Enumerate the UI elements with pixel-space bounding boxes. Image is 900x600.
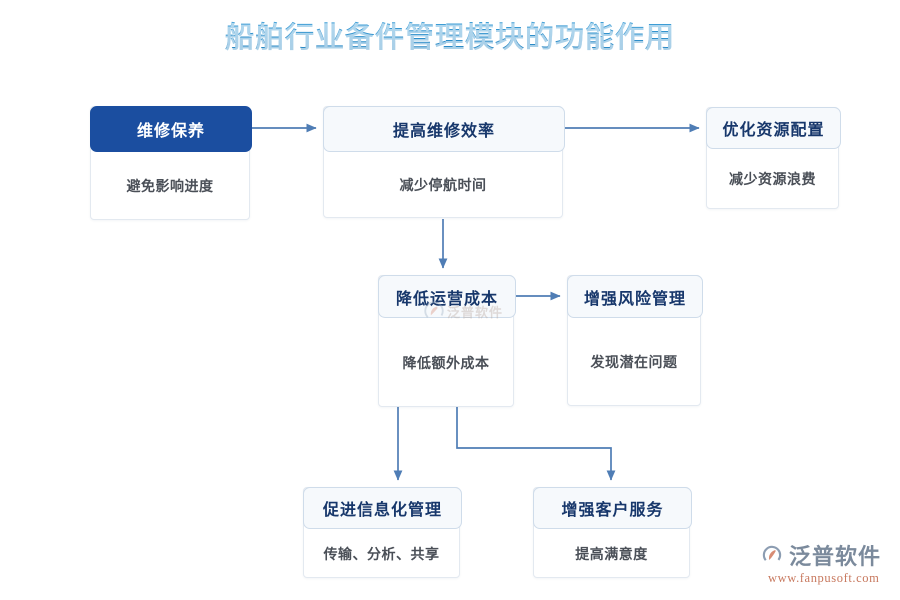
edge-cost-to-customer: [456, 407, 616, 481]
node-resource-allocation-desc: 减少资源浪费: [729, 171, 816, 187]
node-informatization-desc: 传输、分析、共享: [323, 545, 440, 562]
brand-row: 泛普软件: [762, 540, 881, 570]
brand-name: 泛普软件: [789, 544, 882, 569]
node-repair-efficiency-desc: 减少停航时间: [399, 177, 487, 193]
node-resource-allocation-title: 优化资源配置: [706, 107, 841, 149]
node-customer-service-desc: 提高满意度: [575, 545, 648, 562]
node-operating-cost-title: 降低运营成本: [378, 275, 516, 318]
node-risk-management-title: 增强风险管理: [567, 275, 703, 318]
node-maintenance-title: 维修保养: [90, 106, 252, 152]
fanpu-logo-icon: [762, 545, 782, 565]
node-risk-management-desc: 发现潜在问题: [590, 354, 678, 370]
node-customer-service-title: 增强客户服务: [533, 487, 692, 529]
node-resource-allocation[interactable]: 优化资源配置 减少资源浪费: [706, 107, 841, 209]
node-risk-management[interactable]: 增强风险管理 发现潜在问题: [567, 275, 703, 406]
node-repair-efficiency[interactable]: 提高维修效率 减少停航时间: [323, 106, 565, 218]
node-operating-cost[interactable]: 降低运营成本 降低额外成本: [378, 275, 516, 407]
node-informatization[interactable]: 促进信息化管理 传输、分析、共享: [303, 487, 462, 578]
brand-url: www.fanpusoft.com: [768, 571, 880, 585]
node-operating-cost-desc: 降低额外成本: [402, 354, 490, 371]
node-customer-service[interactable]: 增强客户服务 提高满意度: [533, 487, 692, 578]
brand-logo: 泛普软件 www.fanpusoft.com: [762, 540, 894, 592]
node-informatization-title: 促进信息化管理: [303, 487, 462, 529]
page-title: 船舶行业备件管理模块的功能作用: [0, 14, 900, 56]
node-maintenance[interactable]: 维修保养 避免影响进度: [90, 106, 252, 220]
node-repair-efficiency-title: 提高维修效率: [323, 106, 565, 152]
node-maintenance-desc: 避免影响进度: [126, 178, 214, 194]
